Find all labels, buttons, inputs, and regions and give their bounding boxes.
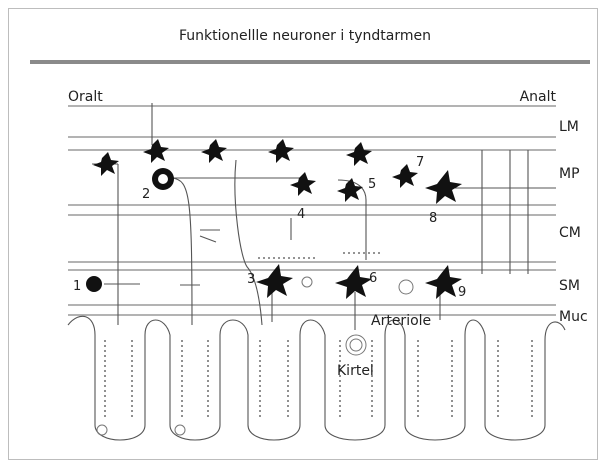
neuron-number-8: 8 <box>429 211 437 226</box>
anal-label: Analt <box>520 89 557 105</box>
enteric-neurons <box>86 139 462 299</box>
neuron-top-1 <box>143 139 169 163</box>
villus-cell <box>175 425 185 435</box>
neuron-mp-top <box>346 142 372 166</box>
neuron-8 <box>425 170 462 204</box>
neuron-number-7: 7 <box>416 155 424 170</box>
neuron-1 <box>86 276 102 292</box>
gland-label: Kirtel <box>337 363 374 379</box>
neuron-number-5: 5 <box>368 177 376 192</box>
neuron-number-1: 1 <box>73 279 81 294</box>
layer-label-cm: CM <box>559 225 581 241</box>
neuron-7 <box>392 164 418 188</box>
gland-inner <box>350 339 362 351</box>
arteriole-shape-2 <box>302 277 312 287</box>
layer-label-muc: Muc <box>559 309 588 325</box>
neuron-3 <box>256 264 293 298</box>
layer-label-mp: MP <box>559 166 580 182</box>
neuron-5 <box>337 178 363 202</box>
neuron-number-6: 6 <box>369 271 377 286</box>
mucosa-villi <box>68 316 565 440</box>
oral-label: Oralt <box>68 89 103 105</box>
villus-capillaries <box>105 340 532 420</box>
gland-circle <box>346 335 366 355</box>
neuron-number-9: 9 <box>458 285 466 300</box>
neuron-number-4: 4 <box>297 207 305 222</box>
neuron-top-2 <box>201 139 227 163</box>
neuron-top-3 <box>268 139 294 163</box>
layer-label-sm: SM <box>559 278 580 294</box>
neuron-number-3: 3 <box>247 272 255 287</box>
layer-label-lm: LM <box>559 119 579 135</box>
arteriole-label: Arteriole <box>371 313 431 329</box>
arteriole-shape <box>399 280 413 294</box>
neuron-4 <box>290 172 316 196</box>
villus-cell <box>97 425 107 435</box>
neuron-number-2: 2 <box>142 187 150 202</box>
